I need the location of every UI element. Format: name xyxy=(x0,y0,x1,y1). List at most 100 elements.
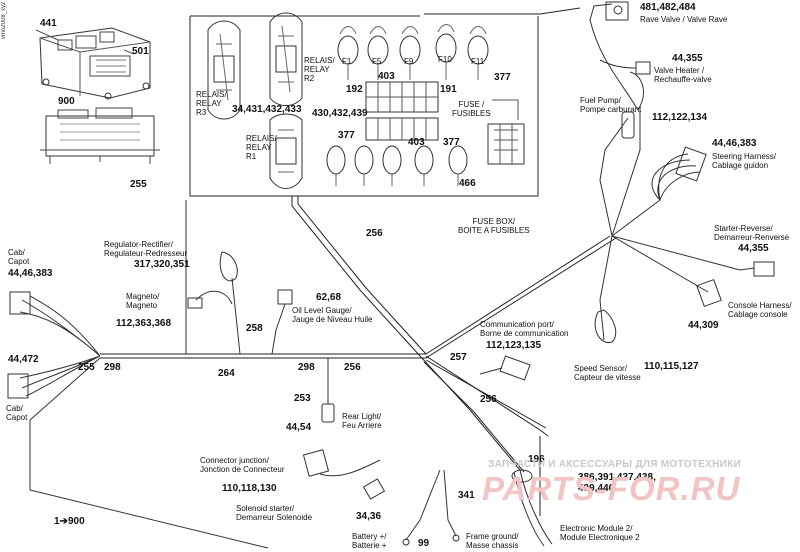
ref-255-mid: 255 xyxy=(78,362,95,373)
steering-harness-label: Steering Harness/ Cablage guidon xyxy=(712,152,777,170)
ref-257: 257 xyxy=(450,352,467,363)
electronic-module-2-part xyxy=(511,469,553,547)
console-harness-label: Console Harness/ Cablage console xyxy=(728,301,792,319)
ref-110-118-130: 110,118,130 xyxy=(222,483,277,494)
ref-112-122-134: 112,122,134 xyxy=(652,112,708,123)
battery-ground-leads xyxy=(402,469,460,546)
oil-level-label: Oil Level Gauge/ Jauge de Niveau Huile xyxy=(292,306,373,324)
rear-light-part xyxy=(321,358,335,423)
regulator-rectifier-label: Regulator-Rectifier/ Regulateur-Redresse… xyxy=(104,240,188,258)
ref-377-a: 377 xyxy=(494,72,511,83)
ref-501: 501 xyxy=(132,46,149,57)
solenoid-starter-part xyxy=(362,478,386,500)
harness-trunk xyxy=(100,196,617,516)
ref-264: 264 xyxy=(218,368,235,379)
fuse-terminal-block xyxy=(365,81,525,165)
regulator-rectifier-part xyxy=(219,251,241,355)
ref-377-c: 377 xyxy=(443,137,460,148)
valve-heater-label: Valve Heater / Rechauffe-valve xyxy=(654,66,712,84)
fuse-f11-label: F11 xyxy=(471,57,485,66)
doc-code: vmo2008_xyz xyxy=(1,2,7,40)
ref-341: 341 xyxy=(458,490,475,501)
ecm-module-top-view xyxy=(35,27,151,100)
battery-label: Battery +/ Batterie + xyxy=(352,532,387,550)
ref-377-b: 377 xyxy=(338,130,355,141)
ref-298-b: 298 xyxy=(298,362,315,373)
ref-112-363-368: 112,363,368 xyxy=(116,318,172,329)
ref-256-right: 256 xyxy=(480,394,497,405)
ref-441: 441 xyxy=(40,18,57,29)
ref-62-68: 62,68 xyxy=(316,292,342,303)
steering-harness-bundle xyxy=(651,146,707,201)
connector-junction-label: Connector junction/ Jonction de Connecte… xyxy=(200,456,285,474)
magneto-connector xyxy=(187,290,233,309)
ref-44-46-383-left: 44,46,383 xyxy=(8,268,53,279)
fuse-f10-label: F10 xyxy=(438,55,452,64)
ref-255-left: 255 xyxy=(130,179,147,190)
relay-r1 xyxy=(269,113,303,189)
relay-r2-label: RELAIS/ RELAY R2 xyxy=(304,56,335,83)
harness-branches-right xyxy=(589,3,741,341)
relay-r3 xyxy=(207,20,241,120)
relay-refs-bottom: 430,432,439 xyxy=(312,108,368,119)
speed-sensor-part xyxy=(594,309,617,344)
watermark-tagline: ЗАПЧАСТИ И АКСЕССУАРЫ ДЛЯ МОТОТЕХНИКИ xyxy=(488,459,741,470)
fuse-box-outline xyxy=(189,7,581,197)
ref-196: 196 xyxy=(528,454,545,465)
cab-top-label: Cab/ Capot xyxy=(8,248,30,266)
ref-403-b: 403 xyxy=(408,137,425,148)
ref-298-a: 298 xyxy=(104,362,121,373)
oil-level-gauge-part xyxy=(271,289,293,355)
relay-r2 xyxy=(269,12,303,106)
frame-ground-label: Frame ground/ Masse chassis xyxy=(466,532,519,550)
rave-valve-part xyxy=(605,1,629,21)
ref-44-355-a: 44,355 xyxy=(672,53,703,64)
ref-44-54: 44,54 xyxy=(286,422,312,433)
console-harness-connector xyxy=(696,278,722,308)
connector-junction-part xyxy=(302,449,381,477)
fuses-top-row xyxy=(337,24,489,80)
ref-110-115-127: 110,115,127 xyxy=(644,361,699,372)
rear-light-label: Rear Light/ Feu Arriere xyxy=(342,412,382,430)
magneto-label: Magneto/ Magneto xyxy=(126,292,160,310)
ecm-module-side-view xyxy=(40,107,160,164)
ref-403-a: 403 xyxy=(378,71,395,82)
left-trunk-line xyxy=(29,200,269,549)
ref-386-440: 386,391,437,438, 439,440 xyxy=(578,472,656,494)
fuse-title: FUSE / FUSIBLES xyxy=(452,100,491,118)
ref-192: 192 xyxy=(346,84,363,95)
ref-466: 466 xyxy=(459,178,476,189)
relay-r1-label: RELAIS/ RELAY R1 xyxy=(246,134,277,161)
ref-44-355-b: 44,355 xyxy=(738,243,769,254)
cab-bottom-label: Cab/ Capot xyxy=(6,404,28,422)
ref-900: 900 xyxy=(58,96,75,107)
relay-r3-label: RELAIS/ RELAY R3 xyxy=(196,90,227,117)
fuse-box-label: FUSE BOX/ BOITE A FUSIBLES xyxy=(458,217,530,235)
ref-1-to-900: 1➔900 xyxy=(54,516,85,527)
cab-harness-bundle xyxy=(7,291,101,399)
ref-258: 258 xyxy=(246,323,263,334)
ref-44-309: 44,309 xyxy=(688,320,719,331)
relay-refs-top: 34,431,432,433 xyxy=(232,104,302,115)
communication-port-part xyxy=(479,355,531,381)
fuse-f5-label: F5 xyxy=(372,57,382,66)
ref-481-482-484: 481,482,484 xyxy=(640,2,696,13)
ref-112-123-135: 112,123,135 xyxy=(486,340,542,351)
ref-256-top: 256 xyxy=(366,228,383,239)
fuses-bottom-row xyxy=(326,145,468,186)
electronic-module-2-label: Electronic Module 2/ Module Electronique… xyxy=(560,524,640,542)
ref-317-320-351: 317,320,351 xyxy=(134,259,190,270)
fuel-pump-label: Fuel Pump/ Pompe carburant xyxy=(580,96,642,114)
starter-reverse-connector xyxy=(739,261,775,277)
fuse-f9-label: F9 xyxy=(404,57,414,66)
solenoid-starter-label: Solenoid starter/ Demarreur Solenoide xyxy=(236,504,313,522)
ref-191: 191 xyxy=(440,84,457,95)
rave-valve-label: Rave Valve / Valve Rave xyxy=(640,15,728,24)
watermark-logo: PARTS-FOR.RU xyxy=(482,470,741,507)
valve-heater-part xyxy=(599,59,651,75)
starter-reverse-label: Starter-Reverse/ Demarreur-Renverse xyxy=(714,224,790,242)
ref-44-472: 44,472 xyxy=(8,354,39,365)
ref-256-mid: 256 xyxy=(344,362,361,373)
ref-253: 253 xyxy=(294,393,311,404)
